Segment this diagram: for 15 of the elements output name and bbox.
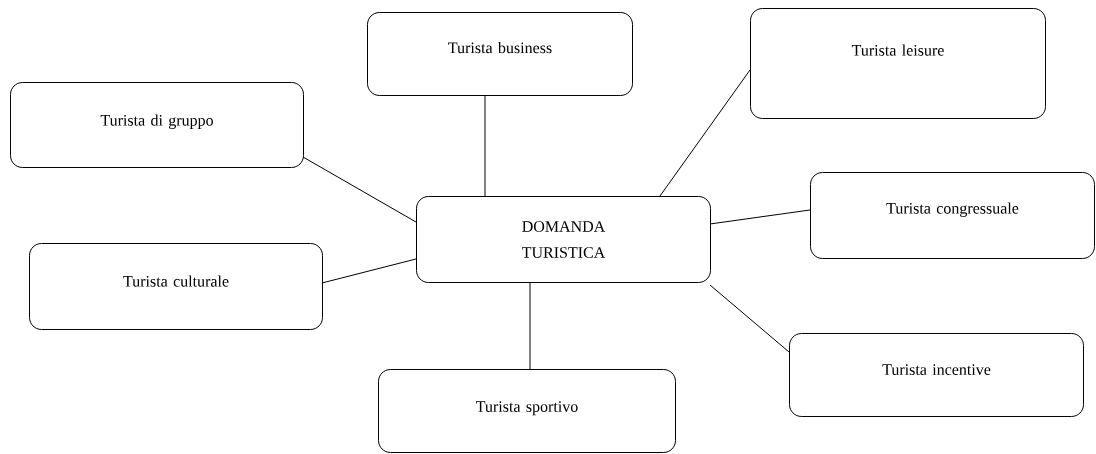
rounded-box: Turista sportivo	[378, 369, 676, 453]
connector-line	[302, 156, 417, 223]
rounded-box: DOMANDA TURISTICA	[416, 196, 711, 283]
connector-line	[484, 94, 486, 197]
connector-line	[321, 258, 417, 284]
rounded-box: Turista incentive	[789, 333, 1084, 417]
connector-line	[529, 281, 531, 370]
connector-line	[709, 209, 811, 225]
rounded-box: Turista business	[367, 12, 633, 96]
rounded-box: Turista congressuale	[810, 172, 1095, 259]
rounded-box: Turista culturale	[29, 243, 323, 330]
connector-line	[659, 69, 751, 197]
rounded-box: Turista di gruppo	[10, 82, 304, 168]
rounded-box: Turista leisure	[750, 8, 1046, 119]
connector-line	[709, 284, 790, 353]
